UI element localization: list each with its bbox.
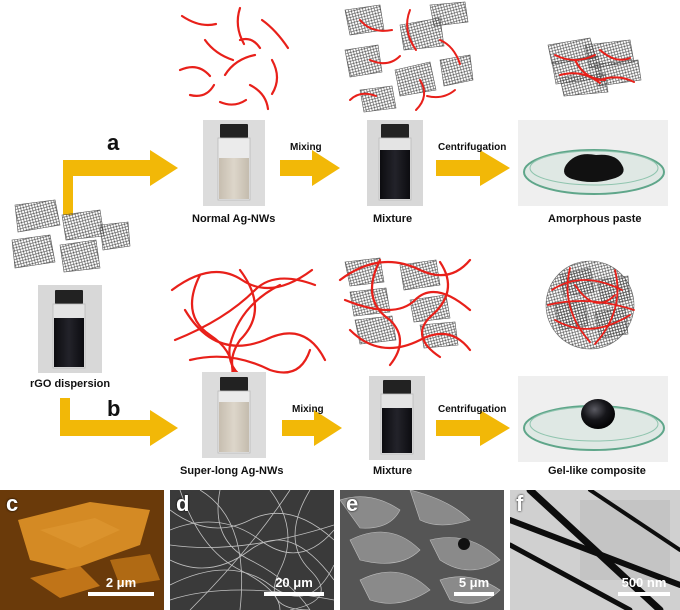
vial-rgo [38, 285, 102, 373]
mixing-label-bottom: Mixing [292, 404, 324, 415]
panel-d-sem: d 20 μm [170, 490, 334, 610]
caption-gel-composite: Gel-like composite [548, 465, 646, 477]
panel-e-scale-bar [454, 592, 494, 596]
panel-e-sem: e 5 μm [340, 490, 504, 610]
caption-amorphous-paste: Amorphous paste [548, 213, 642, 225]
normal-nanowires-illustration [178, 6, 290, 111]
petri-dish-amorphous [518, 120, 668, 206]
route-a-centrifugation-arrow [436, 150, 510, 186]
mixture-top-illustration [344, 1, 474, 113]
vial-superlong-agnws [202, 372, 266, 458]
mixing-label-top: Mixing [290, 142, 322, 153]
panel-c-letter: c [6, 491, 19, 516]
petri-dish-gel [518, 376, 668, 462]
panel-f-scale-bar [618, 592, 670, 596]
vial-mixture-top [367, 120, 423, 206]
panel-d-letter: d [176, 491, 190, 516]
tem-image [510, 490, 680, 610]
caption-mixture-bottom: Mixture [373, 465, 413, 477]
panel-e-letter: e [346, 491, 359, 516]
centrifugation-label-bottom: Centrifugation [438, 404, 507, 415]
route-b-centrifugation-arrow [436, 410, 510, 446]
caption-rgo-dispersion: rGO dispersion [30, 378, 111, 390]
panel-f-tem: f 500 nm [510, 490, 680, 610]
route-a-letter: a [107, 130, 120, 155]
amorphous-stack-illustration [547, 37, 642, 97]
sem-composite-image [340, 490, 504, 610]
vial-mixture-bottom [369, 376, 425, 460]
panel-d-scale-text: 20 μm [275, 575, 313, 590]
caption-superlong-agnws: Super-long Ag-NWs [180, 465, 284, 477]
panel-f-letter: f [516, 491, 524, 516]
mixture-bottom-illustration [338, 257, 472, 367]
schematic-canvas [11, 1, 668, 462]
panel-d-scale-bar [264, 592, 324, 596]
panel-e-scale-text: 5 μm [458, 575, 490, 590]
rgo-sheets-illustration [11, 199, 131, 273]
vial-normal-agnws [203, 120, 265, 206]
gel-network-illustration [545, 260, 635, 350]
sem-nanowire-image [170, 490, 334, 610]
route-b-mixing-arrow [282, 410, 342, 446]
route-a-elbow-arrow [63, 150, 178, 215]
panel-c-scale-text: 2 μm [105, 575, 137, 590]
centrifugation-label-top: Centrifugation [438, 142, 507, 153]
route-b-elbow-arrow [60, 398, 178, 446]
route-a-mixing-arrow [280, 150, 340, 186]
caption-normal-agnws: Normal Ag-NWs [192, 213, 276, 225]
route-b-letter: b [107, 396, 121, 421]
caption-mixture-top: Mixture [373, 213, 413, 225]
superlong-nanowires-illustration [170, 268, 327, 392]
panel-f-scale-text: 500 nm [621, 575, 667, 590]
afm-image [0, 490, 164, 610]
panel-c-afm: c 2 μm [0, 490, 164, 610]
panel-c-scale-bar [88, 592, 154, 596]
